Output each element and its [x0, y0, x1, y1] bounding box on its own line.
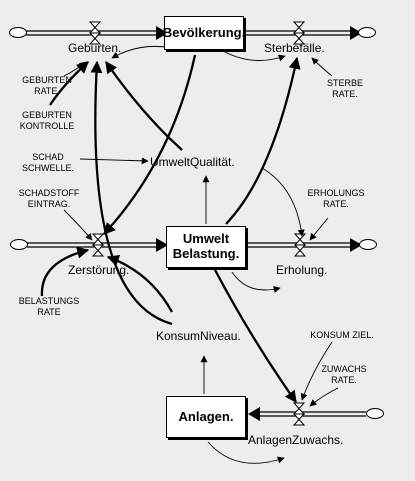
link-bevoelkerung-sterbefaelle: [217, 47, 286, 62]
const-geburten-kontrolle-line1: GEBURTEN: [22, 110, 72, 120]
aux-umwelt-qualitaet[interactable]: UmweltQualität.: [150, 155, 235, 169]
const-schad-schwelle[interactable]: SCHAD SCHWELLE.: [14, 152, 82, 175]
link-belastung-sterbefaelle: [225, 56, 301, 225]
flow-label-sterbefaelle[interactable]: Sterbefälle.: [264, 41, 325, 55]
const-schadstoff-eintrag-line2: EINTRAG.: [27, 199, 71, 210]
stock-anlagen[interactable]: Anlagen.: [166, 396, 246, 438]
flow-arrow-geburten: [156, 26, 168, 40]
flow-label-zerstoerung[interactable]: Zerstörung.: [68, 263, 130, 277]
link-zuwachsrate-anlagenzuwachs: [309, 387, 339, 407]
const-sterbe-rate[interactable]: STERBE RATE.: [316, 78, 374, 101]
const-erholungs-rate-line2: RATE.: [323, 199, 349, 210]
const-geburten-rate-line1: GEBURTEN: [22, 75, 72, 85]
valve-icon: [293, 233, 307, 257]
flow-arrow-sterbefaelle: [350, 26, 362, 40]
valve-icon: [292, 402, 306, 426]
flow-label-anlagen-zuwachs[interactable]: AnlagenZuwachs.: [248, 433, 344, 447]
stock-bevoelkerung-label: Bevölkerung.: [162, 24, 246, 40]
const-erholungs-rate[interactable]: ERHOLUNGS RATE.: [298, 188, 374, 211]
aux-konsum-niveau[interactable]: KonsumNiveau.: [156, 329, 241, 343]
const-belastungs-rate-line2: RATE: [37, 307, 61, 318]
link-sterberate-sterbefaelle: [311, 57, 333, 77]
const-geburten-kontrolle-line2: KONTROLLE: [19, 121, 75, 132]
link-belastung-anlagenzuwachs: [212, 267, 297, 403]
const-schad-schwelle-line1: SCHAD: [32, 152, 64, 162]
link-schadstoffeintrag-zerstoerung: [63, 209, 93, 241]
link-belastung-erholung: [231, 271, 281, 293]
link-konsumniveau-zerstoerung: [106, 254, 174, 313]
stock-umwelt-belastung-label: Umwelt Belastung.: [172, 231, 240, 262]
const-konsum-ziel[interactable]: KONSUM ZIEL.: [300, 330, 384, 341]
cloud-icon: [10, 239, 28, 250]
const-schadstoff-eintrag-line1: SCHADSTOFF: [18, 188, 80, 198]
const-geburten-rate-line2: RATE.: [34, 86, 60, 97]
stock-anlagen-label: Anlagen.: [178, 408, 234, 424]
const-zuwachs-rate-line2: RATE.: [331, 375, 357, 386]
const-belastungs-rate[interactable]: BELASTUNGS RATE: [10, 296, 88, 319]
const-sterbe-rate-line2: RATE.: [332, 89, 358, 100]
link-anlagen-anlagenzuwachs: [207, 441, 285, 464]
link-geburtenkontrolle-geburten: [49, 61, 89, 106]
link-konsumziel-anlagenzuwachs: [300, 341, 333, 401]
link-erholungsrate-erholung: [309, 217, 329, 241]
const-geburten-kontrolle[interactable]: GEBURTEN KONTROLLE: [12, 110, 82, 133]
valve-icon: [292, 21, 306, 45]
flow-arrow-erholung: [350, 238, 362, 252]
link-bevoelkerung-zerstoerung: [103, 54, 197, 235]
link-belastungsrate-zerstoerung: [40, 246, 90, 297]
stock-bevoelkerung[interactable]: Bevölkerung.: [162, 16, 246, 50]
link-konsumniveau-geburten: [90, 60, 173, 326]
flow-pipe-anlagen-zuwachs: [254, 411, 366, 417]
link-schadschwelle-umweltqualitaet: [79, 157, 149, 165]
link-umweltqualitaet-geburten: [105, 61, 183, 151]
stock-umwelt-belastung-line1: Umwelt: [182, 231, 230, 247]
valve-icon: [88, 21, 102, 45]
const-belastungs-rate-line1: BELASTUNGS: [18, 296, 80, 306]
const-sterbe-rate-line1: STERBE: [326, 78, 363, 88]
cloud-icon: [359, 239, 377, 250]
stock-umwelt-belastung-line2: Belastung.: [172, 246, 240, 261]
const-zuwachs-rate[interactable]: ZUWACHS RATE.: [312, 364, 376, 387]
cloud-icon: [366, 408, 384, 419]
link-umweltqualitaet-erholung: [261, 167, 305, 237]
flow-arrow-anlagen-zuwachs: [248, 407, 260, 421]
cloud-icon: [358, 27, 376, 38]
valve-icon: [91, 233, 105, 257]
const-erholungs-rate-line1: ERHOLUNGS: [307, 188, 365, 198]
flow-arrow-zerstoerung: [156, 238, 168, 252]
const-schad-schwelle-line2: SCHWELLE.: [21, 163, 74, 174]
const-schadstoff-eintrag[interactable]: SCHADSTOFF EINTRAG.: [10, 188, 88, 211]
const-konsum-ziel-line1: KONSUM ZIEL.: [310, 330, 374, 340]
stock-umwelt-belastung[interactable]: Umwelt Belastung.: [166, 226, 246, 268]
flow-label-erholung[interactable]: Erholung.: [276, 263, 328, 277]
const-zuwachs-rate-line1: ZUWACHS: [321, 364, 367, 374]
flow-label-geburten[interactable]: Geburten.: [68, 41, 122, 55]
cloud-icon: [9, 27, 27, 38]
const-geburten-rate[interactable]: GEBURTEN RATE.: [12, 75, 82, 98]
